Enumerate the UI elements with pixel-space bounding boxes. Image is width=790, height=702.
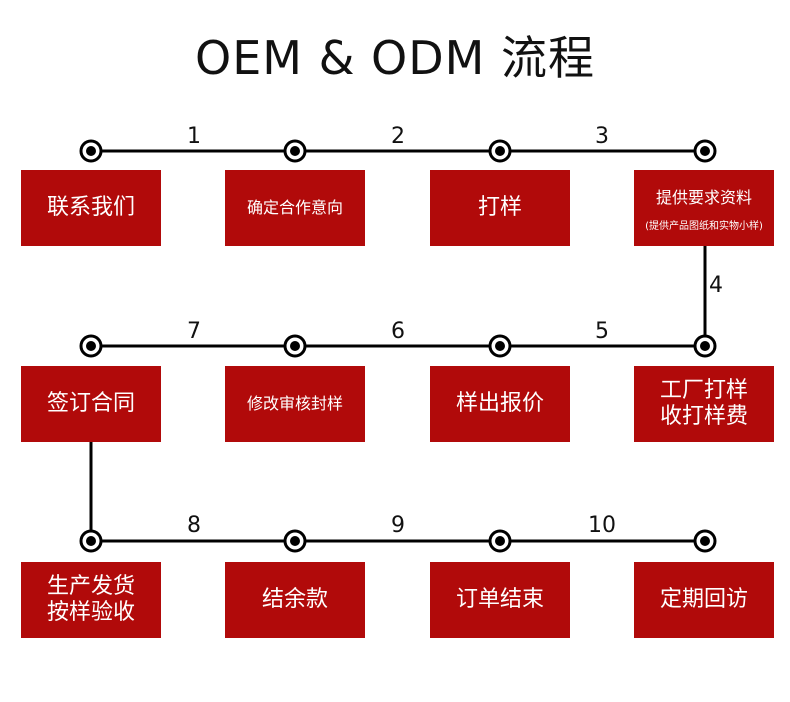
step-label: 签订合同 — [46, 391, 135, 416]
step-sublabel: (提供产品图纸和实物小样) — [645, 220, 763, 232]
step-label: 确定合作意向 — [246, 198, 343, 217]
step-box-follow-up: 定期回访 — [634, 562, 774, 638]
page-title: OEM & ODM 流程 — [194, 31, 595, 85]
step-box-provide-materials: 提供要求资料 (提供产品图纸和实物小样) — [634, 170, 774, 246]
step-box-sign-contract: 签订合同 — [21, 366, 161, 442]
step-label: 订单结束 — [455, 587, 544, 612]
step-box-revise-approve: 修改审核封样 — [225, 366, 365, 442]
step-label: 打样 — [477, 195, 522, 220]
step-box-contact: 联系我们 — [21, 170, 161, 246]
step-box-balance-payment: 结余款 — [225, 562, 365, 638]
step-number-5: 5 — [595, 319, 609, 344]
step-number-10: 10 — [588, 513, 616, 538]
step-label: 定期回访 — [659, 587, 748, 612]
step-label: 结余款 — [261, 587, 328, 612]
step-box-order-end: 订单结束 — [430, 562, 570, 638]
step-number-4: 4 — [709, 273, 723, 298]
step-number-6: 6 — [391, 319, 405, 344]
step-box-confirm-cooperation: 确定合作意向 — [225, 170, 365, 246]
step-label: 样出报价 — [455, 391, 544, 416]
step-number-8: 8 — [187, 513, 201, 538]
step-number-1: 1 — [187, 124, 201, 149]
step-label: 联系我们 — [46, 195, 135, 220]
step-label: 修改审核封样 — [246, 394, 343, 413]
step-number-7: 7 — [187, 319, 201, 344]
step-number-2: 2 — [391, 124, 405, 149]
step-number-3: 3 — [595, 124, 609, 149]
node-dot — [86, 146, 710, 546]
step-box-production: 生产发货 按样验收 — [21, 562, 161, 638]
step-box-quote: 样出报价 — [430, 366, 570, 442]
step-number-9: 9 — [391, 513, 405, 538]
step-label: 提供要求资料 — [655, 187, 752, 207]
step-label: 生产发货 按样验收 — [46, 574, 135, 625]
step-label: 工厂打样 收打样费 — [659, 378, 748, 429]
step-box-sampling: 打样 — [430, 170, 570, 246]
step-box-factory-sampling: 工厂打样 收打样费 — [634, 366, 774, 442]
